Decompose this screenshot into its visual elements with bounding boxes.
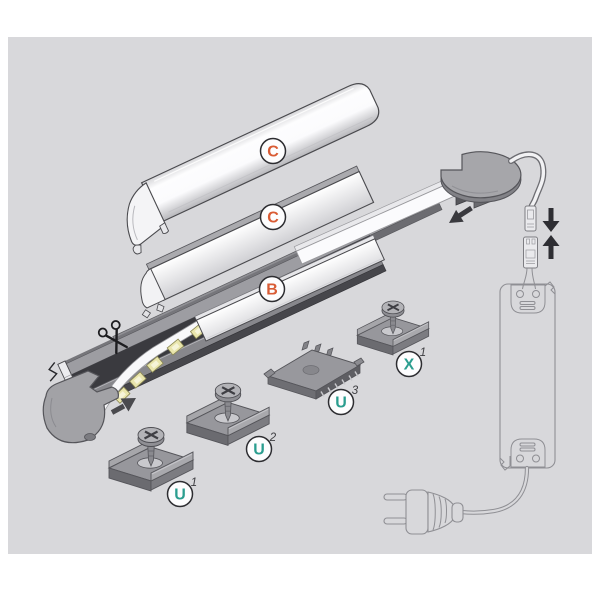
cable-connector — [523, 205, 538, 269]
slide-arrow-icon — [449, 205, 473, 223]
insert-arrow-icon — [110, 398, 136, 415]
right-end-cap-assembly — [440, 151, 560, 269]
psu-mounting-ear — [544, 281, 556, 296]
connector-join-arrows-icon — [542, 208, 560, 259]
cover-arch-diffuser — [140, 165, 375, 319]
plug-body — [405, 489, 429, 535]
cut-mark — [48, 362, 58, 382]
svg-text:C: C — [267, 144, 279, 161]
plug-pin — [383, 517, 408, 525]
label-cover-round: C — [259, 137, 287, 165]
plug-grommet — [451, 502, 464, 523]
clip-u3 — [263, 340, 365, 400]
label-cover-flat: B — [258, 275, 286, 303]
left-end-cap — [42, 370, 119, 444]
svg-text:U: U — [335, 395, 347, 412]
svg-text:1: 1 — [191, 477, 197, 489]
mains-plug-assembly — [383, 465, 530, 535]
psu-mounting-ear — [499, 456, 511, 471]
plug-pin — [383, 493, 408, 501]
cover-flat-b — [194, 234, 386, 342]
right-end-cap — [440, 151, 522, 199]
power-supply-unit — [499, 267, 556, 471]
svg-text:B: B — [266, 282, 278, 299]
svg-text:U: U — [174, 487, 186, 504]
label-clip-u3: U 3 — [327, 385, 359, 416]
label-cover-arch: C — [259, 203, 287, 231]
label-clip-u1: U 1 — [166, 477, 197, 508]
svg-text:U: U — [253, 442, 265, 459]
scissors-icon — [97, 320, 128, 355]
label-clip-u2: U 2 — [245, 432, 277, 463]
svg-text:X: X — [404, 357, 415, 374]
svg-text:C: C — [267, 210, 279, 227]
svg-text:3: 3 — [352, 385, 359, 397]
label-clip-x1: X 1 — [395, 347, 426, 378]
led-chips — [113, 322, 208, 404]
svg-text:2: 2 — [269, 432, 277, 444]
arch-cover-end-face — [140, 268, 166, 309]
svg-text:1: 1 — [420, 347, 426, 359]
